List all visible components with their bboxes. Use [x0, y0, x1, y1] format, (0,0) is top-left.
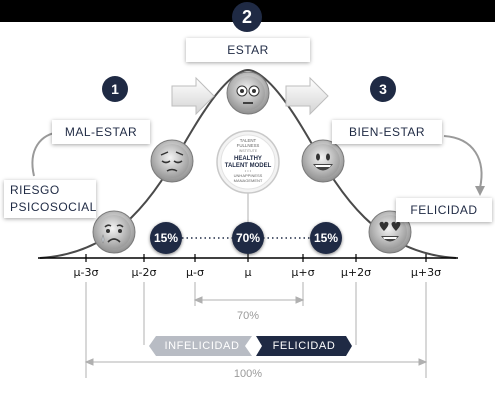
percent-marker-left: 15% — [150, 222, 182, 254]
logo-line1: TALENT — [240, 138, 257, 143]
step-number-1: 1 — [102, 76, 128, 102]
right-arrow-left — [171, 76, 215, 116]
logo-line5: TALENT MODEL — [225, 163, 272, 169]
percent-marker-center: 70% — [232, 222, 264, 254]
crying-face-icon — [92, 210, 136, 254]
band-infelicidad-shape — [149, 336, 252, 356]
logo-line3: INSTITUTE — [239, 149, 258, 153]
axis-ticks — [85, 254, 427, 262]
axis-label-mu-plus-3sigma: μ+3σ — [410, 266, 442, 279]
axis-label-mu: μ — [244, 266, 252, 279]
pensive-face-icon — [150, 139, 194, 183]
label-mal-estar: MAL-ESTAR — [52, 120, 150, 144]
axis-label-mu-plus-sigma: μ+σ — [291, 266, 315, 279]
bell-curve — [39, 68, 457, 259]
grinning-face-icon — [301, 139, 345, 183]
label-estar: ESTAR — [186, 38, 310, 62]
range-70-arrow — [193, 296, 305, 304]
logo-line6: UNHAPPINESS — [234, 173, 263, 178]
range-70-label: 70% — [236, 310, 260, 322]
label-bien-estar: BIEN-ESTAR — [332, 120, 442, 144]
label-felicidad-right: FELICIDAD — [396, 198, 492, 222]
step-number-2: 2 — [232, 2, 262, 32]
right-arrow-right — [285, 76, 329, 116]
band-infelicidad-label: INFELICIDAD — [164, 340, 240, 352]
step-number-3: 3 — [370, 76, 396, 102]
curved-arrow-right — [443, 135, 483, 189]
axis-label-mu-plus-2sigma: μ+2σ — [340, 266, 372, 279]
axis-label-mu-minus-3sigma: μ-3σ — [73, 266, 99, 279]
logo-line2: FULLNESS — [237, 143, 260, 148]
band-felicidad-label: FELICIDAD — [272, 340, 336, 352]
band-felicidad-shape — [256, 336, 352, 356]
logo-line4: HEALTHY — [234, 156, 262, 162]
healthy-talent-model-logo: TALENT FULLNESS INSTITUTE HEALTHY TALENT… — [216, 130, 280, 194]
axis-label-mu-minus-sigma: μ-σ — [186, 266, 204, 279]
flushed-face-icon — [226, 71, 270, 115]
logo-dots: • • • — [245, 168, 252, 173]
label-riesgo-psicosocial: RIESGO PSICOSOCIAL — [4, 180, 96, 218]
range-100-label: 100% — [233, 368, 263, 380]
percent-marker-right: 15% — [310, 222, 342, 254]
logo-line7: MANAGEMENT — [234, 178, 263, 183]
range-100-arrow — [84, 358, 428, 366]
axis-label-mu-minus-2sigma: μ-2σ — [131, 266, 157, 279]
